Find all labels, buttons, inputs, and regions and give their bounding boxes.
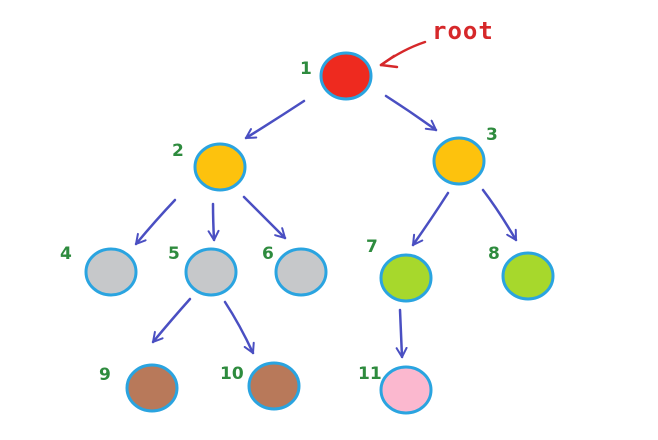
node-circle-7 — [379, 253, 433, 303]
node-circle-11 — [379, 365, 433, 415]
node-circle-1 — [319, 51, 373, 101]
node-label-11: 11 — [358, 364, 382, 384]
tree-node-8: 8 — [488, 244, 555, 301]
root-annotation: root — [379, 17, 494, 69]
node-circle-3 — [432, 136, 486, 186]
node-label-9: 9 — [99, 365, 111, 385]
edge-1-to-2 — [244, 99, 306, 140]
tree-node-2: 2 — [172, 141, 247, 192]
tree-node-1: 1 — [300, 51, 373, 101]
node-label-2: 2 — [172, 141, 184, 161]
edge-3-to-7 — [411, 191, 450, 247]
tree-node-7: 7 — [366, 237, 433, 303]
node-circle-9 — [125, 363, 179, 413]
tree-node-4: 4 — [60, 244, 138, 297]
node-label-3: 3 — [486, 125, 498, 145]
node-circle-4 — [84, 247, 138, 297]
node-circle-2 — [193, 142, 247, 192]
node-label-5: 5 — [168, 244, 180, 264]
node-label-7: 7 — [366, 237, 378, 257]
edge-2-to-5 — [207, 202, 220, 242]
node-label-4: 4 — [60, 244, 72, 264]
node-label-1: 1 — [300, 59, 312, 79]
tree-node-11: 11 — [358, 364, 433, 415]
tree-node-5: 5 — [168, 244, 238, 297]
edges-layer — [134, 94, 518, 359]
node-label-8: 8 — [488, 244, 500, 264]
node-label-6: 6 — [262, 244, 274, 264]
edge-2-to-4 — [134, 198, 177, 246]
edge-5-to-9 — [151, 297, 192, 344]
root-label: root — [432, 17, 494, 45]
root-pointer-arrowhead — [379, 54, 399, 69]
edge-2-to-6 — [242, 195, 287, 240]
tree-node-6: 6 — [262, 244, 328, 297]
node-circle-5 — [184, 247, 238, 297]
edge-1-to-3 — [384, 94, 438, 132]
node-circle-10 — [247, 361, 301, 411]
edge-5-to-10 — [223, 300, 255, 355]
node-label-10: 10 — [220, 364, 244, 384]
node-circle-8 — [501, 251, 555, 301]
tree-node-3: 3 — [432, 125, 498, 186]
edge-3-to-8 — [481, 188, 518, 242]
nodes-layer: 1 2 3 4 5 6 7 8 9 10 11 — [60, 51, 555, 415]
edge-7-to-11 — [395, 308, 408, 359]
tree-node-10: 10 — [220, 361, 301, 411]
node-circle-6 — [274, 247, 328, 297]
tree-node-9: 9 — [99, 363, 179, 413]
